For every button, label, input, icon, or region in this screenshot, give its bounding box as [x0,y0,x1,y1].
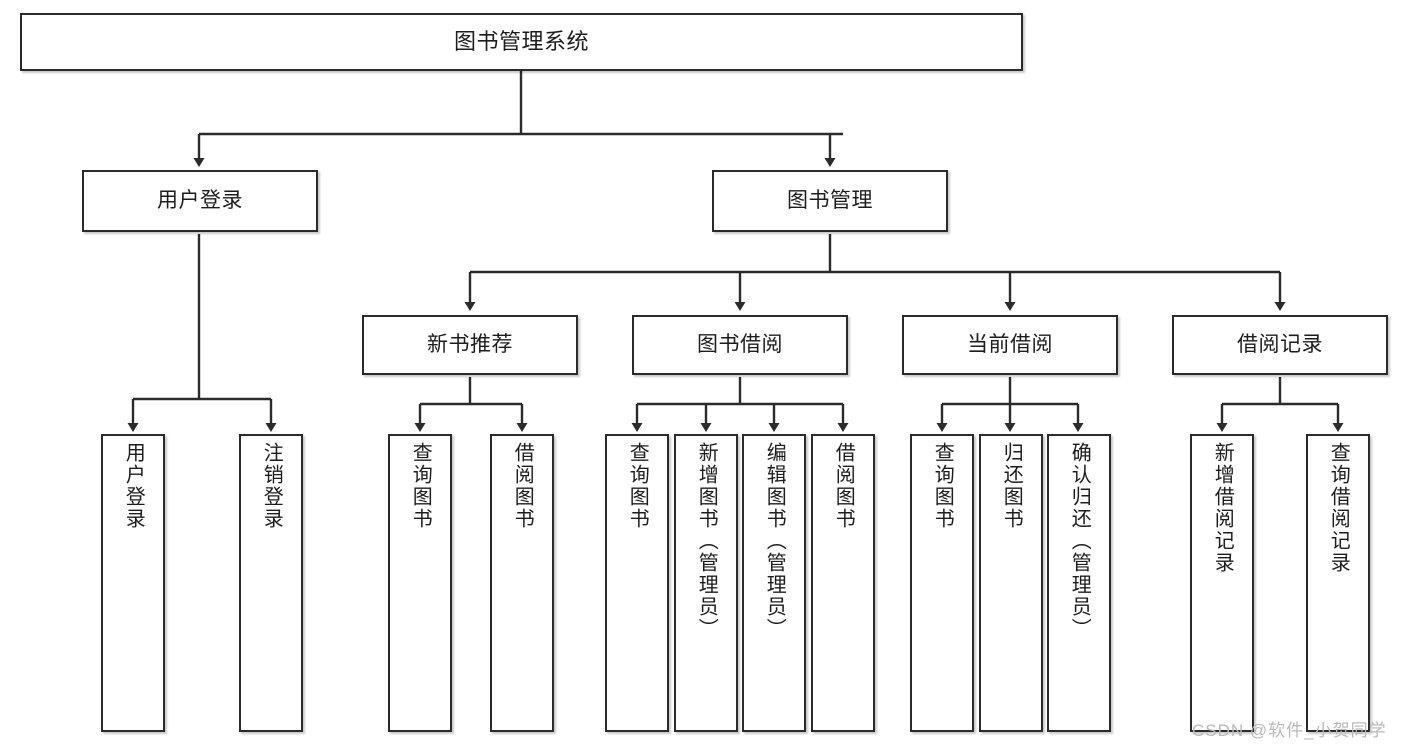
node-root-system[interactable]: 图书管理系统 [20,13,1023,71]
node-book-borrow[interactable]: 图书借阅 [632,315,848,375]
node-label: 用户登录 [157,188,243,212]
node-user-login[interactable]: 用户登录 [82,170,318,232]
leaf-return-book[interactable]: 归还图书 [979,434,1043,732]
node-label: 注销登录 [260,442,283,530]
node-label: 借阅图书 [832,442,855,530]
node-label: 查询图书 [409,442,432,530]
node-current-borrow[interactable]: 当前借阅 [902,315,1118,375]
csdn-watermark: CSDN @软件_小贺同学 [1192,721,1387,740]
leaf-user-login[interactable]: 用户登录 [101,434,165,732]
leaf-query-book-current[interactable]: 查询图书 [910,434,974,732]
leaf-query-borrow-record[interactable]: 查询借阅记录 [1306,434,1370,732]
node-label: 确认归还（管理员） [1068,442,1091,640]
leaf-query-book-borrow[interactable]: 查询图书 [605,434,669,732]
node-label: 图书借阅 [697,332,783,356]
leaf-add-borrow-record[interactable]: 新增借阅记录 [1190,434,1254,732]
node-label: 用户登录 [122,442,145,530]
node-label: 查询借阅记录 [1327,442,1350,574]
node-label: 新增借阅记录 [1211,442,1234,574]
node-label: 编辑图书（管理员） [763,442,786,640]
node-label: 图书管理 [787,188,873,212]
node-label: 查询图书 [931,442,954,530]
node-label: 借阅图书 [511,442,534,530]
leaf-user-logout[interactable]: 注销登录 [239,434,303,732]
leaf-edit-book[interactable]: 编辑图书（管理员） [742,434,806,732]
node-label: 新增图书（管理员） [695,442,718,640]
node-book-manage[interactable]: 图书管理 [712,170,948,232]
leaf-borrow-book[interactable]: 借阅图书 [811,434,875,732]
node-label: 查询图书 [626,442,649,530]
node-label: 图书管理系统 [453,29,589,55]
leaf-add-book[interactable]: 新增图书（管理员） [674,434,738,732]
node-label: 借阅记录 [1237,332,1323,356]
leaf-confirm-return[interactable]: 确认归还（管理员） [1047,434,1111,732]
node-borrow-record[interactable]: 借阅记录 [1172,315,1388,375]
node-label: 当前借阅 [967,332,1053,356]
leaf-query-book-new-rec[interactable]: 查询图书 [388,434,452,732]
node-label: 归还图书 [1000,442,1023,530]
node-label: 新书推荐 [427,332,513,356]
leaf-borrow-book-new-rec[interactable]: 借阅图书 [490,434,554,732]
node-new-book-rec[interactable]: 新书推荐 [362,315,578,375]
